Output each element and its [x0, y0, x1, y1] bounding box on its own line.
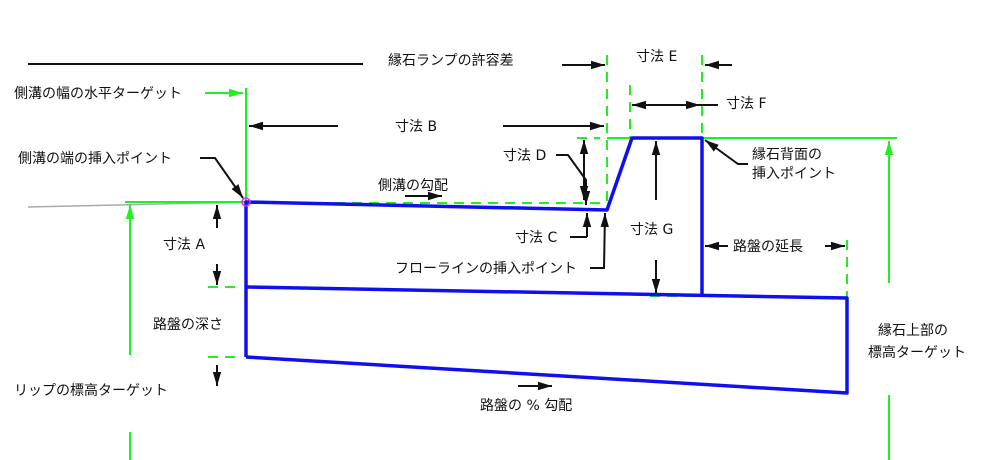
label-subbase-slope: 路盤の % 勾配 — [480, 398, 572, 414]
title-curb-ramp-tolerance: 縁石ランプの許容差 — [388, 52, 514, 69]
label-gutter-slope: 側溝の勾配 — [378, 178, 448, 194]
label-lip-elevation-target: リップの標高ターゲット — [14, 382, 168, 399]
label-curb-back-insertion-2: 挿入ポイント — [752, 166, 836, 182]
label-flowline-insertion: フローラインの挿入ポイント — [395, 261, 577, 277]
label-curb-top-target-2: 標高ターゲット — [868, 344, 966, 361]
label-subbase-extension: 路盤の延長 — [733, 239, 803, 255]
label-subbase-depth: 路盤の深さ — [153, 317, 223, 333]
label-dim-e: 寸法 E — [636, 49, 677, 65]
label-dim-c: 寸法 C — [515, 230, 557, 246]
label-dim-g: 寸法 G — [630, 222, 673, 238]
dimension-lines — [28, 60, 845, 391]
label-dim-f: 寸法 F — [726, 96, 767, 112]
label-dim-a: 寸法 A — [163, 237, 205, 253]
insertion-point-marker — [241, 197, 251, 207]
label-gutter-edge-insertion: 側溝の端の挿入ポイント — [18, 151, 172, 167]
label-curb-back-insertion-1: 縁石背面の — [752, 147, 822, 163]
label-gutter-width-target: 側溝の幅の水平ターゲット — [14, 86, 182, 102]
label-curb-top-target-1: 縁石上部の — [878, 323, 948, 339]
label-dim-d: 寸法 D — [503, 148, 546, 164]
label-dim-b: 寸法 B — [395, 119, 437, 135]
curb-gutter-shape — [244, 136, 849, 395]
